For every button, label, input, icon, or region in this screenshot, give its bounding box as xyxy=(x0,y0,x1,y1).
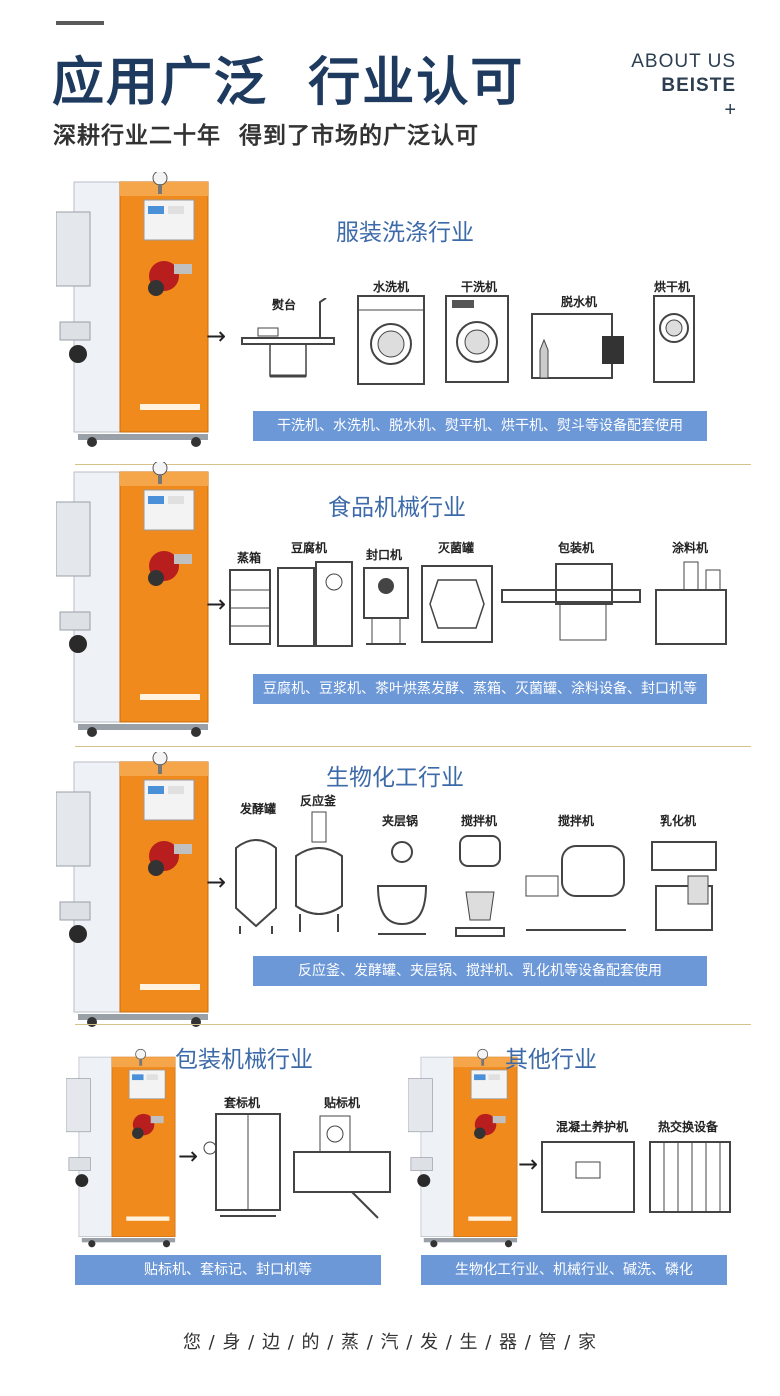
machine-label: 烘干机 xyxy=(653,280,691,294)
page-subtitle: 深耕行业二十年 得到了市场的广泛认可 xyxy=(53,123,480,149)
header-accent-bar xyxy=(56,21,104,25)
section-caption: 贴标机、套标记、封口机等 xyxy=(75,1255,381,1285)
section-caption: 反应釜、发酵罐、夹层锅、搅拌机、乳化机等设备配套使用 xyxy=(253,956,707,986)
steam-generator-image xyxy=(408,1048,518,1248)
reactor-drawing xyxy=(295,811,343,932)
emulsifier-drawing xyxy=(651,841,717,931)
brand-label: BEISTE xyxy=(661,75,736,96)
section-title-garment: 服装洗涤行业 xyxy=(336,220,474,246)
arrow-right-icon: → xyxy=(206,322,227,350)
section-divider xyxy=(75,1024,751,1025)
ironing-table-drawing xyxy=(241,298,335,378)
arrow-right-icon: → xyxy=(518,1150,539,1178)
labeling-machine-drawing xyxy=(293,1115,391,1219)
section-caption: 生物化工行业、机械行业、碱洗、磷化 xyxy=(421,1255,727,1285)
machine-label: 涂料机 xyxy=(671,541,709,555)
sleeve-labeler-drawing xyxy=(203,1113,281,1217)
fermentation-tank-drawing xyxy=(235,839,277,934)
machine-label: 熨台 xyxy=(271,298,297,312)
washing-machine-drawing xyxy=(357,295,425,385)
steam-generator-image xyxy=(56,172,209,448)
machine-label: 贴标机 xyxy=(323,1096,361,1110)
packaging-machine-drawing xyxy=(501,563,641,641)
section-title-food: 食品机械行业 xyxy=(328,495,466,521)
machine-label: 乳化机 xyxy=(659,814,697,828)
machine-label: 包装机 xyxy=(557,541,595,555)
machine-label: 反应釜 xyxy=(299,794,337,808)
machine-label: 豆腐机 xyxy=(290,541,328,555)
section-title-packaging: 包装机械行业 xyxy=(175,1047,313,1073)
coating-machine-drawing xyxy=(655,561,727,645)
machine-label: 夹层锅 xyxy=(381,814,419,828)
sealing-machine-drawing xyxy=(363,567,409,645)
section-divider xyxy=(75,746,751,747)
machine-label: 热交换设备 xyxy=(657,1120,719,1134)
arrow-right-icon: → xyxy=(178,1142,199,1170)
arrow-right-icon: → xyxy=(206,868,227,896)
section-divider xyxy=(75,464,751,465)
machine-label: 水洗机 xyxy=(372,280,410,294)
concrete-curing-machine-drawing xyxy=(541,1141,635,1213)
sterilization-tank-drawing xyxy=(421,565,493,643)
steam-box-drawing xyxy=(229,569,271,645)
machine-label: 搅拌机 xyxy=(460,814,498,828)
steam-generator-image xyxy=(56,462,209,738)
steam-generator-image xyxy=(66,1048,176,1248)
machine-label: 封口机 xyxy=(365,548,403,562)
section-title-biochem: 生物化工行业 xyxy=(326,765,464,791)
footer-slogan: 您 / 身 / 边 / 的 / 蒸 / 汽 / 发 / 生 / 器 / 管 / … xyxy=(182,1332,598,1353)
machine-label: 灭菌罐 xyxy=(437,541,475,555)
mixer-drawing xyxy=(455,835,505,937)
about-us-label: ABOUT US xyxy=(631,51,736,72)
arrow-right-icon: → xyxy=(206,590,227,618)
machine-label: 混凝土养护机 xyxy=(555,1120,629,1134)
section-caption: 干洗机、水洗机、脱水机、熨平机、烘干机、熨斗等设备配套使用 xyxy=(253,411,707,441)
about-us-block: ABOUT US BEISTE + xyxy=(631,50,736,122)
tofu-machine-drawing xyxy=(277,561,353,647)
machine-label: 脱水机 xyxy=(560,295,598,309)
section-title-other: 其他行业 xyxy=(505,1047,597,1073)
jacketed-kettle-drawing xyxy=(376,841,428,935)
plus-icon: + xyxy=(724,99,736,121)
dehydrator-drawing xyxy=(531,313,624,379)
heat-exchanger-drawing xyxy=(649,1141,731,1213)
dry-cleaning-machine-drawing xyxy=(445,295,509,383)
machine-label: 套标机 xyxy=(223,1096,261,1110)
horizontal-mixer-drawing xyxy=(525,845,626,931)
page-title: 应用广泛 行业认可 xyxy=(52,53,525,113)
machine-label: 搅拌机 xyxy=(557,814,595,828)
machine-label: 蒸箱 xyxy=(236,551,262,565)
machine-label: 干洗机 xyxy=(460,280,498,294)
section-caption: 豆腐机、豆浆机、茶叶烘蒸发酵、蒸箱、灭菌罐、涂料设备、封口机等 xyxy=(253,674,707,704)
machine-label: 发酵罐 xyxy=(239,802,277,816)
dryer-drawing xyxy=(653,295,695,383)
steam-generator-image xyxy=(56,752,209,1028)
